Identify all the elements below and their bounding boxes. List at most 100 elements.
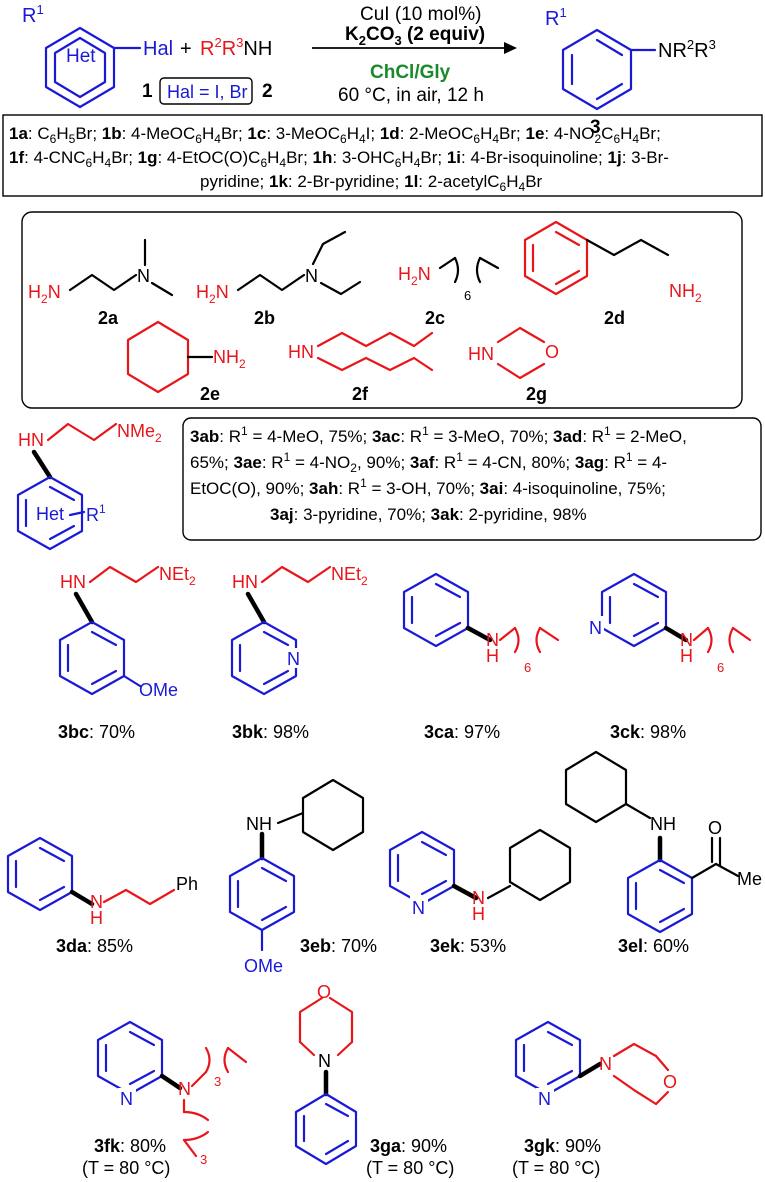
amine-2g: HN O 2g <box>468 326 559 404</box>
hal-box-text: Hal = I, Br <box>167 82 248 102</box>
svg-text:2c: 2c <box>425 308 445 328</box>
svg-text:Me: Me <box>737 869 762 889</box>
svg-text:R1: R1 <box>545 5 567 30</box>
halide-line-1: 1a: C6H5Br; 1b: 4-MeOC6H4Br; 1c: 3-MeOC6… <box>9 124 661 146</box>
svg-text:H: H <box>486 646 499 666</box>
amine-2b: H2N N 2b <box>196 230 362 328</box>
svg-text:(T = 80 °C): (T = 80 °C) <box>512 1158 600 1178</box>
svg-text:NEt2: NEt2 <box>159 564 196 588</box>
svg-text:6: 6 <box>524 660 531 675</box>
amine-2f: HN 2f <box>288 331 434 404</box>
svg-text:2b: 2b <box>254 308 275 328</box>
arrow-head <box>504 42 517 54</box>
halide-list-box <box>2 114 763 197</box>
svg-text:NH: NH <box>650 814 676 834</box>
svg-text:N: N <box>120 1089 133 1109</box>
svg-text:2a: 2a <box>98 308 119 328</box>
product-3ek: N N H 3ek: 53% <box>388 828 572 956</box>
product-3gk: N N O 3gk: 90% (T = 80 °C) <box>512 1020 677 1178</box>
product-3ca: H N 6 3ca: 97% <box>402 572 560 742</box>
amine-2e: NH2 2e <box>126 320 246 404</box>
svg-text:R1: R1 <box>86 502 106 525</box>
svg-text:N: N <box>178 1079 191 1099</box>
svg-text:HN: HN <box>18 430 44 450</box>
svg-text:O: O <box>663 1072 677 1092</box>
svg-text:3da: 85%: 3da: 85% <box>56 936 133 956</box>
hal-label: Hal <box>143 38 173 60</box>
condition-catalyst: CuI (10 mol%) <box>360 4 481 25</box>
product-3fk: N N 3 3 3fk: 80% (T = 80 °C) <box>82 1020 248 1178</box>
generic-3a-structure: HN NMe2 Het R1 <box>16 421 162 551</box>
svg-text:3ck: 98%: 3ck: 98% <box>610 722 686 742</box>
svg-text:3: 3 <box>214 1074 221 1089</box>
product-3: R1 NR2R3 3 <box>545 5 716 138</box>
amine-2c: H2N 6 2c <box>398 256 500 328</box>
svg-text:H: H <box>90 908 103 928</box>
svg-text:NEt2: NEt2 <box>331 564 368 588</box>
svg-text:N: N <box>589 618 602 638</box>
svg-text:N: N <box>472 888 485 908</box>
series-3a-line-3: EtOC(O), 90%; 3ah: R1 = 3-OH, 70%; 3ai: … <box>190 476 666 498</box>
svg-text:N: N <box>305 266 318 286</box>
svg-text:3bk: 98%: 3bk: 98% <box>232 722 309 742</box>
series-3a-line-2: 65%; 3ae: R1 = 4-NO2, 90%; 3af: R1 = 4-C… <box>190 450 667 475</box>
svg-text:N: N <box>287 649 300 669</box>
product-3el: NH O Me 3el: 60% <box>564 750 762 956</box>
svg-text:2f: 2f <box>352 384 369 404</box>
svg-text:N: N <box>486 630 499 650</box>
svg-text:HN: HN <box>288 342 314 362</box>
svg-text:3: 3 <box>590 117 601 138</box>
svg-text:O: O <box>317 982 331 1002</box>
svg-text:NH2: NH2 <box>213 347 246 371</box>
svg-text:3el: 60%: 3el: 60% <box>618 936 689 956</box>
halide-line-2: 1f: 4-CNC6H4Br; 1g: 4-EtOC(O)C6H4Br; 1h:… <box>9 148 669 170</box>
product-3eb: NH OMe 3eb: 70% <box>228 778 377 976</box>
svg-text:O: O <box>708 818 722 838</box>
product-3da: N H Ph 3da: 85% <box>6 836 198 956</box>
svg-text:NH: NH <box>246 814 272 834</box>
svg-text:6: 6 <box>717 660 724 675</box>
svg-text:NMe2: NMe2 <box>117 421 162 445</box>
aryl-halide-1: R1 Het Hal <box>22 2 173 109</box>
svg-text:2g: 2g <box>526 384 547 404</box>
svg-text:2e: 2e <box>200 384 220 404</box>
amines-box <box>21 211 743 409</box>
svg-text:N: N <box>318 1051 331 1071</box>
het-label: Het <box>66 46 96 67</box>
svg-text:O: O <box>545 342 559 362</box>
svg-text:HN: HN <box>468 344 494 364</box>
svg-text:N: N <box>412 898 425 918</box>
svg-text:3ga: 90%: 3ga: 90% <box>370 1136 447 1156</box>
condition-solvent: ChCl/Gly <box>370 62 451 83</box>
svg-text:NR2R3: NR2R3 <box>658 37 716 62</box>
amine-2a: H2N N 2a <box>28 238 174 328</box>
svg-text:H2N: H2N <box>28 282 61 306</box>
series-3a-line-1: 3ab: R1 = 4-MeO, 75%; 3ac: R1 = 3-MeO, 7… <box>190 424 687 446</box>
svg-text:H2N: H2N <box>398 264 431 288</box>
amine-2d: NH2 2d <box>523 220 702 328</box>
hal-box <box>159 77 253 105</box>
svg-text:H2N: H2N <box>196 282 229 306</box>
svg-text:HN: HN <box>232 572 258 592</box>
svg-text:(T = 80 °C): (T = 80 °C) <box>366 1158 454 1178</box>
svg-text:3gk: 90%: 3gk: 90% <box>524 1136 601 1156</box>
amine-2-formula: R2R3NH <box>200 35 272 60</box>
svg-text:3: 3 <box>200 1152 207 1167</box>
svg-text:3eb: 70%: 3eb: 70% <box>300 936 377 956</box>
svg-text:N: N <box>680 630 693 650</box>
svg-text:Het: Het <box>36 504 64 524</box>
product-3ga: O N 3ga: 90% (T = 80 °C) <box>294 982 454 1178</box>
series-3a-box <box>182 417 762 541</box>
svg-text:N: N <box>599 1054 612 1074</box>
svg-text:3ca: 97%: 3ca: 97% <box>424 722 500 742</box>
svg-text:H: H <box>472 904 485 924</box>
halide-line-3: pyridine; 1k: 2-Br-pyridine; 1l: 2-acety… <box>200 172 543 194</box>
r1-label: R1 <box>22 2 44 27</box>
svg-text:HN: HN <box>60 572 86 592</box>
svg-text:OMe: OMe <box>139 680 178 700</box>
svg-text:H: H <box>680 646 693 666</box>
condition-base: K2CO3 (2 equiv) <box>345 24 485 48</box>
svg-text:N: N <box>90 892 103 912</box>
product-3bc: HN NEt2 OMe 3bc: 70% <box>58 564 196 742</box>
